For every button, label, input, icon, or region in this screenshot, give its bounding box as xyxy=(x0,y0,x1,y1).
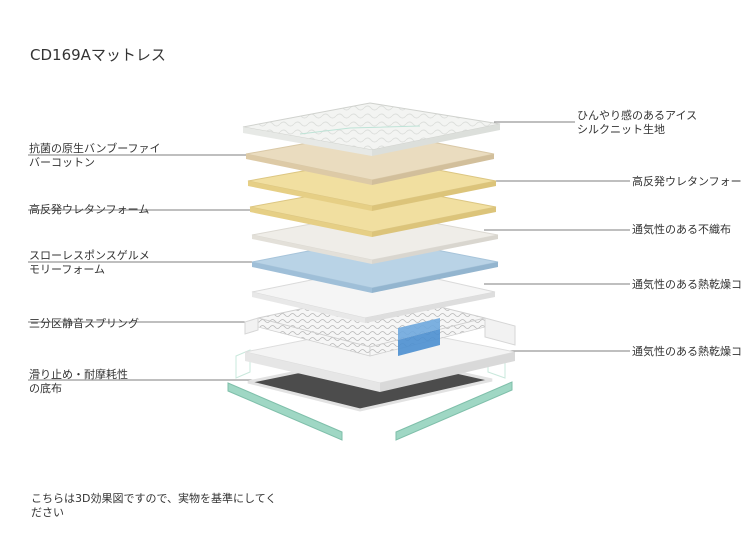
label-line: ひんやり感のあるアイス xyxy=(577,109,698,122)
ice-knit-layer xyxy=(242,102,501,156)
spring-side-frame xyxy=(244,317,516,346)
spring-zone-blue xyxy=(398,329,440,356)
label-line: の底布 xyxy=(29,382,62,395)
label-line: 抗菌の原生バンブーファイ xyxy=(29,142,161,155)
label-cotton-1: 通気性のある熱乾燥コ xyxy=(632,278,742,292)
disclaimer-note: こちらは3D効果図ですので、実物を基準にしてください xyxy=(31,492,277,519)
label-line: バーコットン xyxy=(29,156,95,169)
label-nonwoven: 通気性のある不織布 xyxy=(632,223,731,237)
leader-lines-left xyxy=(28,154,265,381)
label-spring: 三分区静音スプリング xyxy=(29,317,139,331)
label-line: 高反発ウレタンフォー xyxy=(632,175,742,188)
frame-right-bar xyxy=(395,381,513,441)
leader-lines-right xyxy=(484,121,630,352)
label-base: 滑り止め・耐摩耗性 の底布 xyxy=(29,368,128,396)
label-line: 滑り止め・耐摩耗性 xyxy=(29,368,128,381)
label-line: 通気性のある熱乾燥コ xyxy=(632,345,742,358)
label-line: モリーフォーム xyxy=(29,263,106,276)
label-line: スローレスポンスゲルメ xyxy=(29,249,150,262)
label-slow-gel: スローレスポンスゲルメ モリーフォーム xyxy=(29,249,150,277)
frame-left-bar xyxy=(227,382,343,441)
label-fiber: 抗菌の原生バンブーファイ バーコットン xyxy=(29,142,161,170)
page-title: CD169Aマットレス xyxy=(30,46,166,64)
label-line: 通気性のある熱乾燥コ xyxy=(632,278,742,291)
label-line: シルクニット生地 xyxy=(577,123,665,136)
label-foam-left: 高反発ウレタンフォーム xyxy=(29,203,149,217)
label-ice-knit: ひんやり感のあるアイス シルクニット生地 xyxy=(577,109,697,137)
label-cotton-2: 通気性のある熱乾燥コ xyxy=(632,345,742,359)
label-foam-right: 高反発ウレタンフォー xyxy=(632,175,742,189)
label-line: 三分区静音スプリング xyxy=(29,317,139,330)
knit-accent xyxy=(299,125,421,135)
label-line: 通気性のある不織布 xyxy=(632,223,731,236)
label-line: 高反発ウレタンフォーム xyxy=(29,203,150,216)
